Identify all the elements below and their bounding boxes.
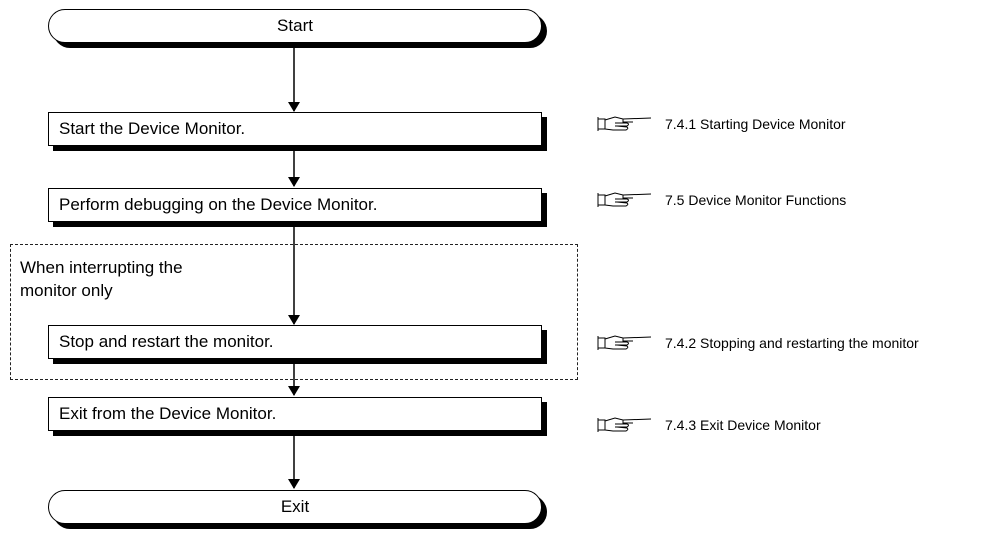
- step3-label: Stop and restart the monitor.: [59, 332, 274, 351]
- reference-starting-device-monitor: 7.4.1 Starting Device Monitor: [597, 113, 846, 135]
- pointing-hand-icon: [597, 192, 652, 207]
- reference-device-monitor-functions: 7.5 Device Monitor Functions: [597, 189, 846, 211]
- monitor-interrupt-region: [10, 244, 578, 380]
- exit-label: Exit: [280, 497, 310, 516]
- pointing-hand-icon: [597, 417, 652, 432]
- pointing-hand-icon: [597, 335, 652, 350]
- pointing-hand-icon: [597, 116, 652, 131]
- step-stop-restart-monitor: Stop and restart the monitor.: [48, 325, 542, 359]
- reference-stopping-restarting-monitor: 7.4.2 Stopping and restarting the monito…: [597, 332, 919, 354]
- step4-label: Exit from the Device Monitor.: [59, 404, 277, 423]
- reference-exit-device-monitor: 7.4.3 Exit Device Monitor: [597, 414, 821, 436]
- start-terminal: Start: [48, 9, 542, 43]
- monitor-interrupt-label: When interrupting the monitor only: [20, 256, 187, 302]
- loop-label-line1: When interrupting the: [20, 258, 183, 277]
- step2-label: Perform debugging on the Device Monitor.: [59, 195, 378, 214]
- ref3-text: 7.4.2 Stopping and restarting the monito…: [665, 335, 919, 351]
- step-perform-debugging: Perform debugging on the Device Monitor.: [48, 188, 542, 222]
- exit-terminal: Exit: [48, 490, 542, 524]
- loop-label-line2: monitor only: [20, 281, 113, 300]
- ref4-text: 7.4.3 Exit Device Monitor: [665, 417, 821, 433]
- step-start-device-monitor: Start the Device Monitor.: [48, 112, 542, 146]
- start-label: Start: [277, 16, 313, 35]
- step1-label: Start the Device Monitor.: [59, 119, 246, 138]
- step-exit-device-monitor: Exit from the Device Monitor.: [48, 397, 542, 431]
- ref2-text: 7.5 Device Monitor Functions: [665, 192, 847, 208]
- ref1-text: 7.4.1 Starting Device Monitor: [665, 116, 846, 132]
